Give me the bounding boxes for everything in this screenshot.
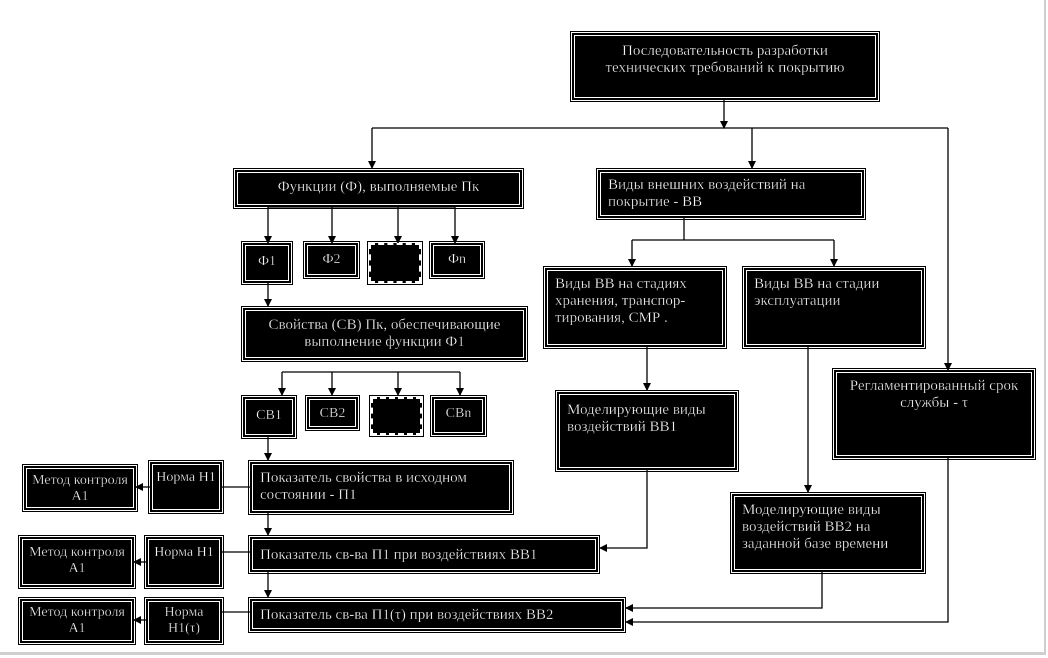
- model2-label: Моделирующие виды воздействий ВВ2 на зад…: [742, 502, 889, 552]
- indicator3-box: Показатель св-ва П1(τ) при воздействиях …: [248, 597, 626, 633]
- svn-label: СВn: [445, 406, 472, 421]
- method2-label: Метод контроля А1: [29, 545, 125, 576]
- root-box: Последовательность разработки технически…: [570, 31, 880, 102]
- indicator1-label: Показатель свойства в исходном состоянии…: [260, 470, 467, 503]
- method2-box: Метод контроля А1: [18, 535, 136, 589]
- sv1-label: СВ1: [256, 408, 282, 423]
- properties-label: Свойства (СВ) Пк, обеспечивающие выполне…: [268, 317, 501, 350]
- storage-box: Виды ВВ на стадиях хранения, транспор-ти…: [543, 266, 727, 349]
- norm1-box: Норма Н1: [148, 460, 224, 514]
- method3-box: Метод контроля А1: [18, 597, 136, 645]
- indicator3-label: Показатель св-ва П1(τ) при воздействиях …: [260, 607, 554, 623]
- functions-box: Функции (Ф), выполняемые Пк: [233, 168, 524, 209]
- indicator2-box: Показатель св-ва П1 при воздействиях ВВ1: [248, 535, 600, 574]
- sv2-box: СВ2: [305, 395, 360, 431]
- sv1-box: СВ1: [241, 395, 297, 439]
- norm3-label: Норма Н1(τ): [164, 605, 204, 636]
- svn-box: СВn: [430, 395, 487, 437]
- norm3-box: Норма Н1(τ): [144, 597, 224, 645]
- root-label: Последовательность разработки технически…: [605, 43, 845, 76]
- storage-label: Виды ВВ на стадиях хранения, транспор-ти…: [555, 276, 687, 326]
- indicator1-box: Показатель свойства в исходном состоянии…: [248, 460, 514, 515]
- fn-box: Фn: [429, 241, 485, 279]
- external-label: Виды внешних воздействий на покрытие - В…: [608, 177, 806, 210]
- norm2-box: Норма Н1: [144, 535, 224, 589]
- model1-label: Моделирующие виды воздействий ВВ1: [567, 402, 706, 435]
- f2-box: Ф2: [303, 241, 360, 279]
- operation-label: Виды ВВ на стадии эксплуатации: [754, 276, 880, 309]
- method1-label: Метод контроля А1: [32, 473, 128, 504]
- properties-box: Свойства (СВ) Пк, обеспечивающие выполне…: [241, 306, 528, 362]
- f1-box: Ф1: [241, 241, 293, 285]
- norm1-label: Норма Н1: [156, 470, 216, 485]
- f-ellipsis-box: [367, 241, 423, 285]
- fn-label: Фn: [447, 252, 467, 267]
- external-box: Виды внешних воздействий на покрытие - В…: [596, 168, 866, 220]
- sv2-label: СВ2: [319, 406, 346, 421]
- model1-box: Моделирующие виды воздействий ВВ1: [555, 390, 739, 472]
- model2-box: Моделирующие виды воздействий ВВ2 на зад…: [730, 492, 926, 574]
- f1-label: Ф1: [257, 254, 277, 269]
- norm2-label: Норма Н1: [154, 545, 214, 560]
- method3-label: Метод контроля А1: [29, 605, 125, 636]
- indicator2-label: Показатель св-ва П1 при воздействиях ВВ1: [260, 547, 538, 563]
- functions-label: Функции (Ф), выполняемые Пк: [277, 179, 480, 195]
- method1-box: Метод контроля А1: [22, 464, 138, 512]
- operation-box: Виды ВВ на стадии эксплуатации: [742, 266, 926, 349]
- service-box: Регламентированный срок службы - τ: [832, 368, 1036, 460]
- service-label: Регламентированный срок службы - τ: [849, 378, 1019, 411]
- sv-ellipsis-box: [369, 395, 424, 437]
- f2-label: Ф2: [322, 252, 341, 267]
